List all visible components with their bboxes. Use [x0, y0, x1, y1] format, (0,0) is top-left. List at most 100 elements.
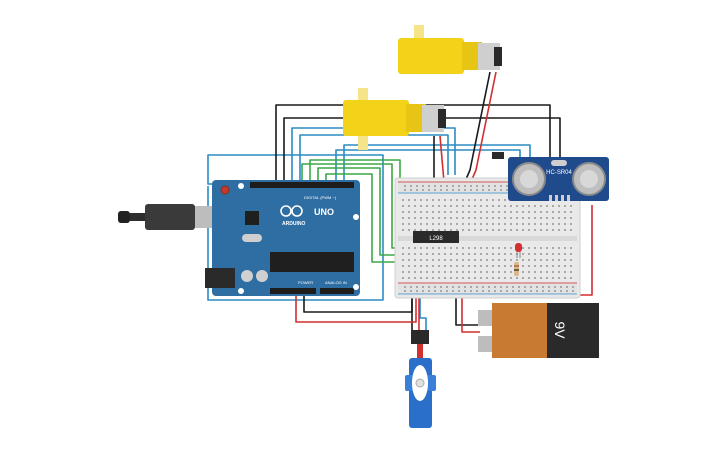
- breadboard-hole: [504, 259, 506, 261]
- breadboard-hole: [534, 211, 536, 213]
- power-label: POWER: [298, 280, 313, 285]
- battery-9v[interactable]: 9V: [478, 303, 599, 358]
- breadboard-hole: [438, 217, 440, 219]
- breadboard-rail-hole: [410, 286, 412, 288]
- breadboard-hole: [540, 271, 542, 273]
- breadboard-hole: [510, 277, 512, 279]
- breadboard-hole: [468, 211, 470, 213]
- wire-blue-outer[interactable]: [207, 154, 384, 301]
- breadboard-rail-hole: [560, 290, 562, 292]
- breadboard-hole: [480, 205, 482, 207]
- digital-header: [250, 182, 354, 188]
- sensor-transducer-left-inner: [520, 170, 538, 188]
- ultrasonic-sensor[interactable]: HC-SR04: [508, 157, 609, 201]
- dc-motor-middle[interactable]: [343, 88, 446, 150]
- breadboard-hole: [414, 211, 416, 213]
- wire-red-power[interactable]: [295, 292, 417, 323]
- breadboard-rail-hole: [542, 290, 544, 292]
- breadboard-rail-hole: [428, 290, 430, 292]
- breadboard-rail-hole: [428, 189, 430, 191]
- breadboard-hole: [414, 259, 416, 261]
- breadboard-hole: [510, 271, 512, 273]
- breadboard-rail-hole: [434, 286, 436, 288]
- breadboard-hole: [438, 271, 440, 273]
- breadboard-rail-hole: [446, 189, 448, 191]
- wire-blue-servo[interactable]: [419, 290, 427, 330]
- breadboard-hole: [426, 259, 428, 261]
- breadboard-hole: [504, 253, 506, 255]
- breadboard-rail-hole: [422, 189, 424, 191]
- servo-motor[interactable]: [405, 330, 436, 428]
- breadboard-hole: [504, 205, 506, 207]
- breadboard-hole: [414, 217, 416, 219]
- wire-blue-3[interactable]: [299, 134, 449, 182]
- breadboard-hole: [498, 277, 500, 279]
- breadboard-hole: [528, 229, 530, 231]
- small-chip: [245, 211, 259, 225]
- breadboard-rail-hole: [458, 286, 460, 288]
- breadboard-hole: [426, 247, 428, 249]
- motor-driver-chip[interactable]: L298: [413, 231, 459, 243]
- wire-red-right[interactable]: [578, 205, 593, 296]
- breadboard-rail-hole: [452, 290, 454, 292]
- breadboard-rail-hole: [452, 185, 454, 187]
- red-led[interactable]: [515, 243, 522, 258]
- breadboard-hole: [450, 199, 452, 201]
- breadboard-hole: [408, 271, 410, 273]
- breadboard-hole: [414, 253, 416, 255]
- breadboard-hole: [522, 265, 524, 267]
- breadboard-hole: [444, 259, 446, 261]
- breadboard-hole: [552, 223, 554, 225]
- breadboard-rail-hole: [458, 189, 460, 191]
- slide-switch[interactable]: [492, 152, 504, 159]
- capacitor-2: [256, 270, 268, 282]
- breadboard-hole: [408, 217, 410, 219]
- breadboard-hole: [564, 229, 566, 231]
- breadboard-rail-hole: [488, 185, 490, 187]
- breadboard-hole: [558, 253, 560, 255]
- breadboard-hole: [450, 271, 452, 273]
- breadboard-hole: [474, 277, 476, 279]
- breadboard-hole: [486, 223, 488, 225]
- power-jack[interactable]: [205, 268, 235, 288]
- breadboard-hole: [510, 229, 512, 231]
- arduino-uno[interactable]: ARDUINO UNO DIGITAL (PWM ~) POWER ANALOG…: [118, 180, 360, 296]
- breadboard-hole: [480, 265, 482, 267]
- battery-terminal-1: [478, 310, 494, 326]
- breadboard-hole: [414, 229, 416, 231]
- breadboard-hole: [426, 211, 428, 213]
- wire-green-2[interactable]: [317, 167, 410, 256]
- breadboard-hole: [570, 265, 572, 267]
- resistor[interactable]: [514, 262, 519, 276]
- breadboard-hole: [402, 247, 404, 249]
- breadboard-hole: [420, 229, 422, 231]
- breadboard-rail-hole: [488, 286, 490, 288]
- breadboard-hole: [522, 211, 524, 213]
- breadboard-hole: [474, 217, 476, 219]
- breadboard-hole: [480, 247, 482, 249]
- breadboard-hole: [492, 259, 494, 261]
- sensor-pin: [549, 195, 552, 201]
- breadboard-rail-hole: [512, 286, 514, 288]
- breadboard-hole: [480, 271, 482, 273]
- breadboard-hole: [432, 229, 434, 231]
- breadboard-hole: [456, 265, 458, 267]
- breadboard-hole: [552, 265, 554, 267]
- dc-motor-top[interactable]: [398, 25, 502, 74]
- breadboard-hole: [558, 229, 560, 231]
- breadboard-hole: [474, 271, 476, 273]
- breadboard-hole: [534, 205, 536, 207]
- usb-plug[interactable]: [145, 204, 195, 230]
- breadboard-hole: [450, 205, 452, 207]
- breadboard-hole: [456, 247, 458, 249]
- breadboard-hole: [456, 253, 458, 255]
- breadboard-hole: [474, 223, 476, 225]
- breadboard-hole: [432, 271, 434, 273]
- breadboard-hole: [510, 211, 512, 213]
- breadboard-hole: [528, 247, 530, 249]
- breadboard-hole: [462, 217, 464, 219]
- breadboard-hole: [570, 205, 572, 207]
- breadboard-hole: [438, 229, 440, 231]
- reset-button[interactable]: [220, 185, 230, 195]
- sensor-pins: [549, 195, 570, 201]
